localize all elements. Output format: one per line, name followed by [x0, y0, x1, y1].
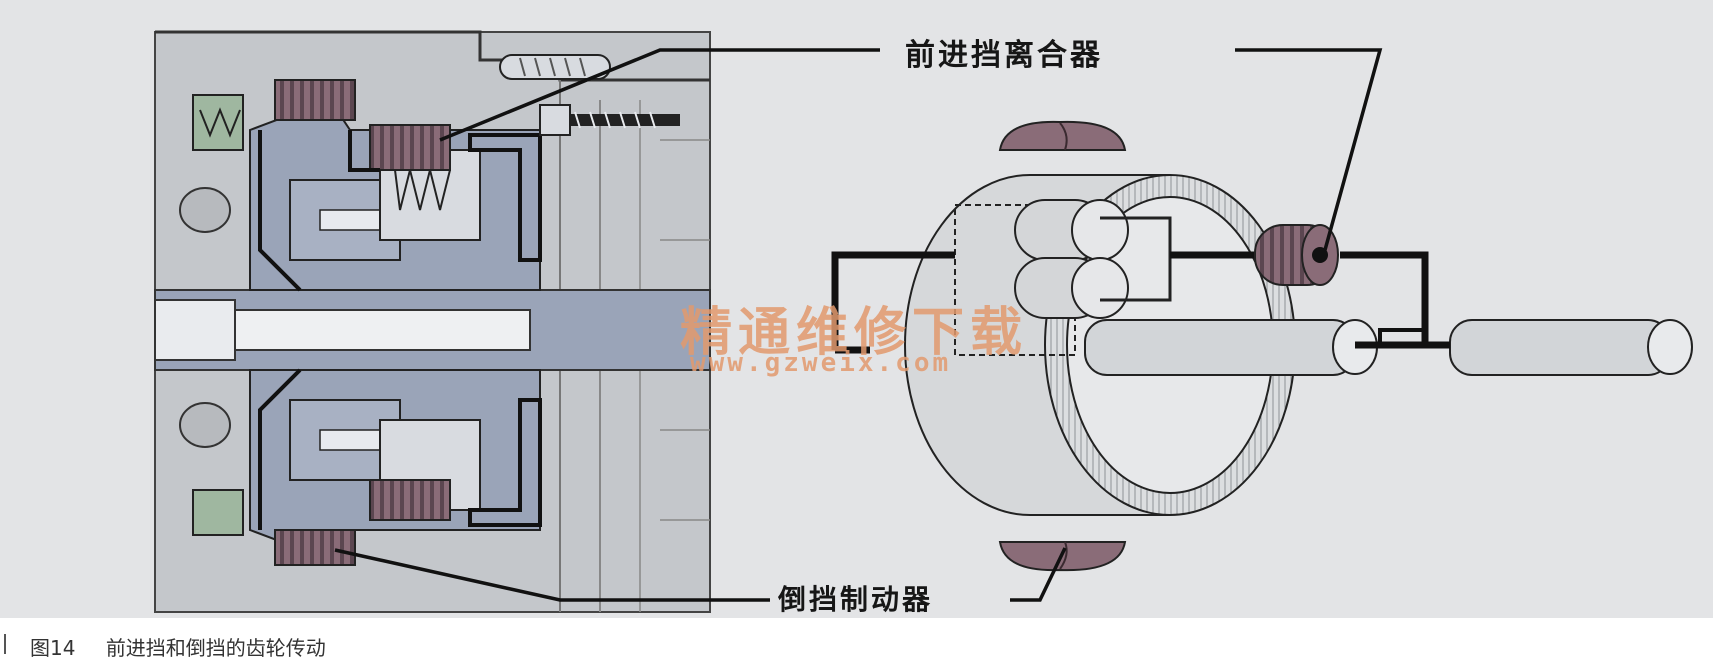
forward-clutch-label: 前进挡离合器 [905, 38, 1103, 73]
figure-caption: 图14 前进挡和倒挡的齿轮传动 [4, 632, 326, 661]
reverse-brake-label: 倒挡制动器 [778, 583, 934, 616]
figure-title: 前进挡和倒挡的齿轮传动 [105, 636, 326, 660]
cross-section-drawing [154, 30, 711, 613]
caption-marker [4, 634, 6, 654]
planetary-schematic [831, 120, 1693, 572]
diagram-svg [154, 30, 1693, 613]
diagram-figure: 前进挡离合器 倒挡制动器 精通维修下载 www.gzweix.com [0, 0, 1713, 618]
watermark-site-name: 精通维修下载 [680, 302, 1029, 363]
figure-number: 图14 [30, 636, 76, 660]
watermark-url: www.gzweix.com [690, 348, 952, 378]
leader-lines [334, 48, 1383, 602]
